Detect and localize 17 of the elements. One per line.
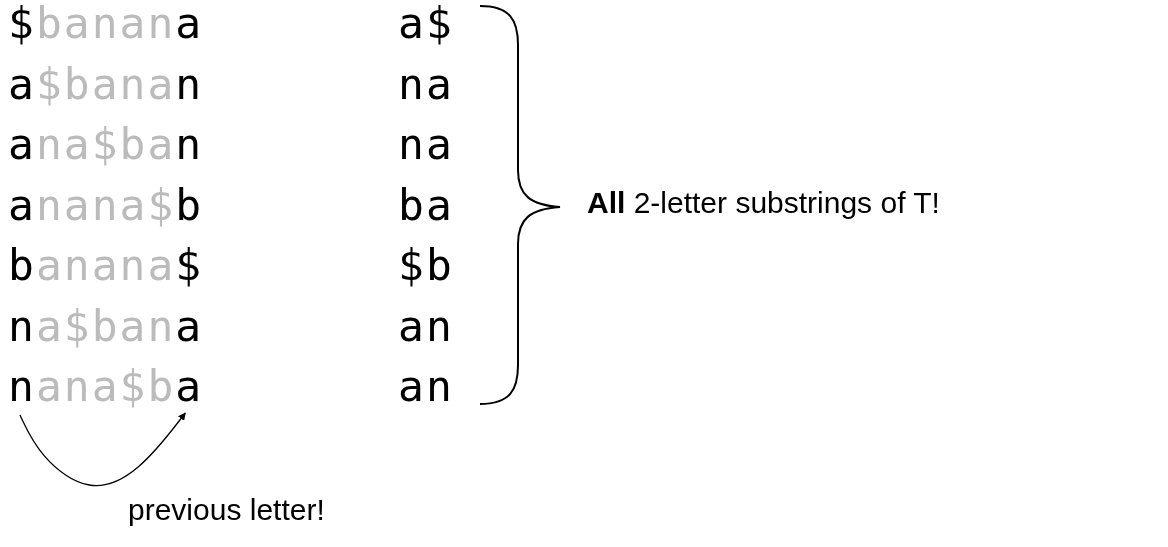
- rotation-text: anana$b: [8, 183, 204, 227]
- rotation-text: banana$: [8, 244, 204, 287]
- letter-pair: an: [398, 365, 454, 408]
- curved-arrow: [19, 412, 186, 487]
- rotation-text: $banana: [8, 2, 204, 45]
- rotation-text: na$bana: [8, 304, 204, 348]
- edge-label: previous letter!: [128, 495, 325, 525]
- rotation-text: a$banan: [8, 62, 204, 106]
- letter-pair: na: [398, 62, 454, 106]
- rotation-text: nana$ba: [8, 365, 204, 408]
- note-text: All 2-letter substrings of T!: [587, 188, 940, 218]
- letter-pair: an: [398, 304, 454, 348]
- letter-pair: ba: [398, 183, 454, 227]
- letter-pair: $b: [398, 244, 454, 287]
- rotation-text: ana$ban: [8, 123, 204, 166]
- letter-pair: na: [398, 123, 454, 166]
- letter-pair: a$: [398, 2, 454, 45]
